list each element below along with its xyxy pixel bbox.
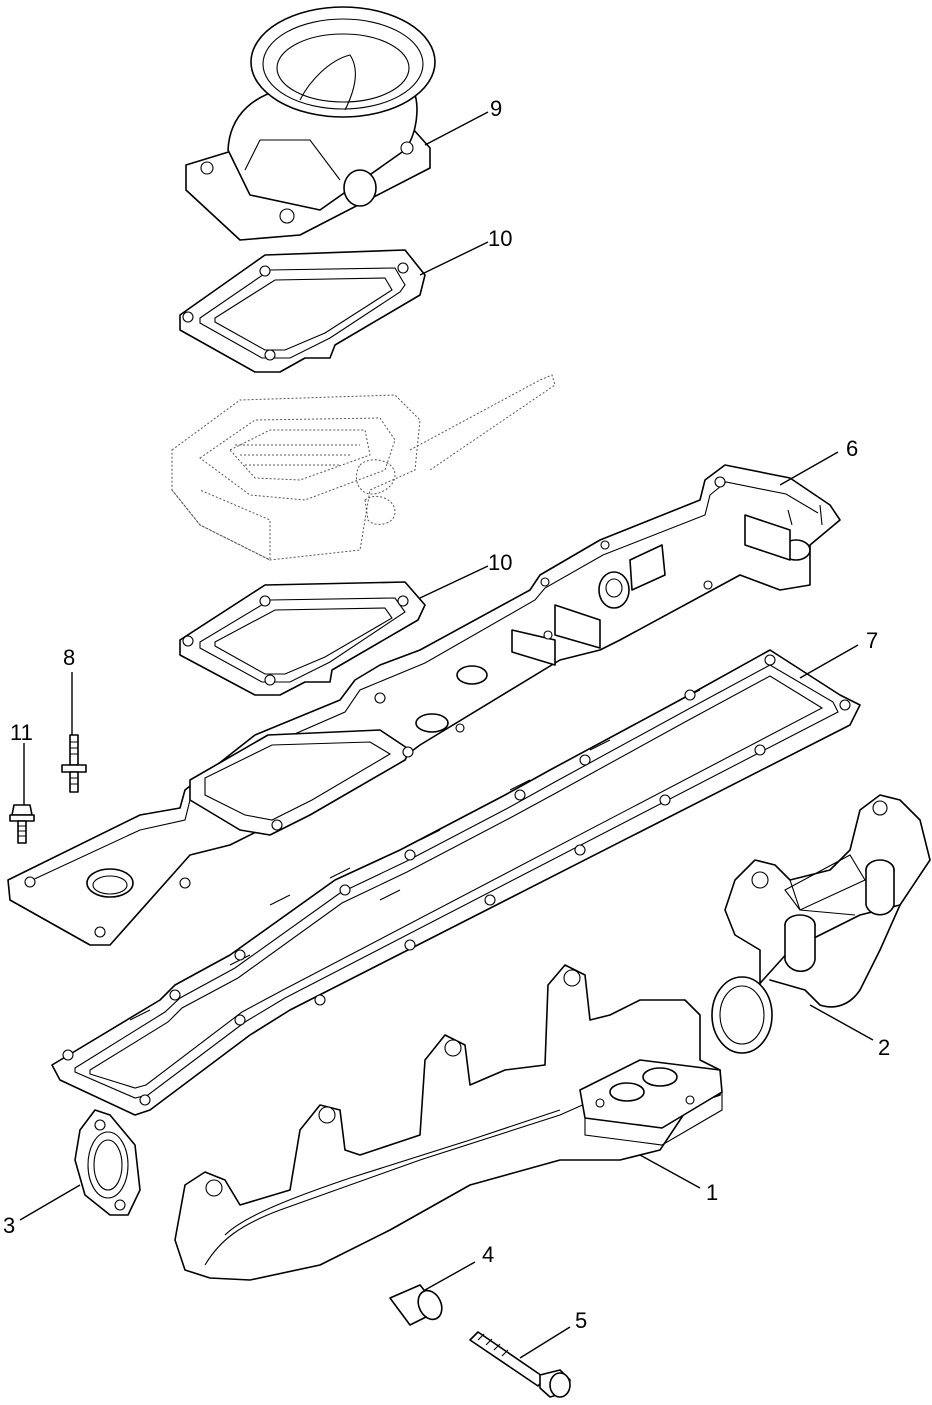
callout-1: 1 [706,1180,718,1205]
callout-5: 5 [575,1308,587,1333]
manifold-cover-part-6 [7,464,841,946]
callout-6: 6 [846,436,858,461]
elbow-housing-part-9 [185,6,436,241]
callout-8: 8 [63,645,75,670]
callout-9: 9 [490,96,502,121]
bolt-part-11 [9,804,35,844]
rear-manifold-part-2 [711,794,931,1054]
gasket-part-10-lower [179,581,426,696]
long-gasket-part-7 [51,649,861,1116]
callout-4: 4 [482,1242,494,1267]
callout-10-lower: 10 [488,550,512,575]
stud-part-8 [61,734,87,793]
callout-11: 11 [10,720,33,745]
flange-gasket-part-3 [74,1109,141,1216]
turbocharger-reference-phantom [171,374,556,561]
spacer-sleeve-part-4 [389,1284,443,1326]
callout-3: 3 [3,1213,15,1238]
leader-lines [19,111,874,1359]
callout-2: 2 [878,1035,890,1060]
gasket-part-10-upper [179,249,426,373]
long-bolt-part-5 [469,1331,571,1398]
callout-7: 7 [866,628,878,653]
front-manifold-part-1 [174,964,723,1281]
callout-10-upper: 10 [488,226,512,251]
